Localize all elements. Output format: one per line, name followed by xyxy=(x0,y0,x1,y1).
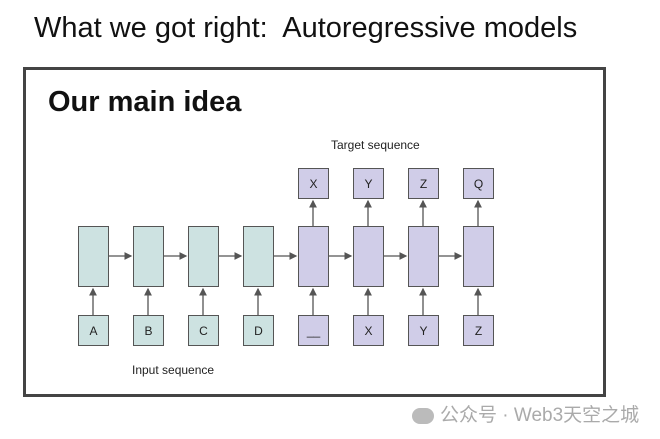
rnn-cell xyxy=(78,226,109,287)
rnn-cell xyxy=(463,226,494,287)
input-token: A xyxy=(78,315,109,346)
target-token: Q xyxy=(463,168,494,199)
rnn-cell xyxy=(243,226,274,287)
input-sequence-label: Input sequence xyxy=(132,363,215,377)
slide-title: What we got right: Autoregressive models xyxy=(34,12,578,44)
target-token: Y xyxy=(353,168,384,199)
heading: Our main idea xyxy=(48,86,242,118)
input-token: C xyxy=(188,315,219,346)
input-token: D xyxy=(243,315,274,346)
rnn-cell xyxy=(408,226,439,287)
input-token: Y xyxy=(408,315,439,346)
rnn-cell xyxy=(133,226,164,287)
input-token: Z xyxy=(463,315,494,346)
rnn-cell xyxy=(353,226,384,287)
target-sequence-label: Target sequence xyxy=(331,138,420,152)
rnn-cell xyxy=(188,226,219,287)
input-token: __ xyxy=(298,315,329,346)
rnn-cell xyxy=(298,226,329,287)
target-token: X xyxy=(298,168,329,199)
wechat-icon xyxy=(412,407,434,424)
input-token: B xyxy=(133,315,164,346)
target-token: Z xyxy=(408,168,439,199)
diagram-frame xyxy=(23,67,606,397)
watermark: 公众号 · Web3天空之城 xyxy=(412,400,639,427)
input-token: X xyxy=(353,315,384,346)
